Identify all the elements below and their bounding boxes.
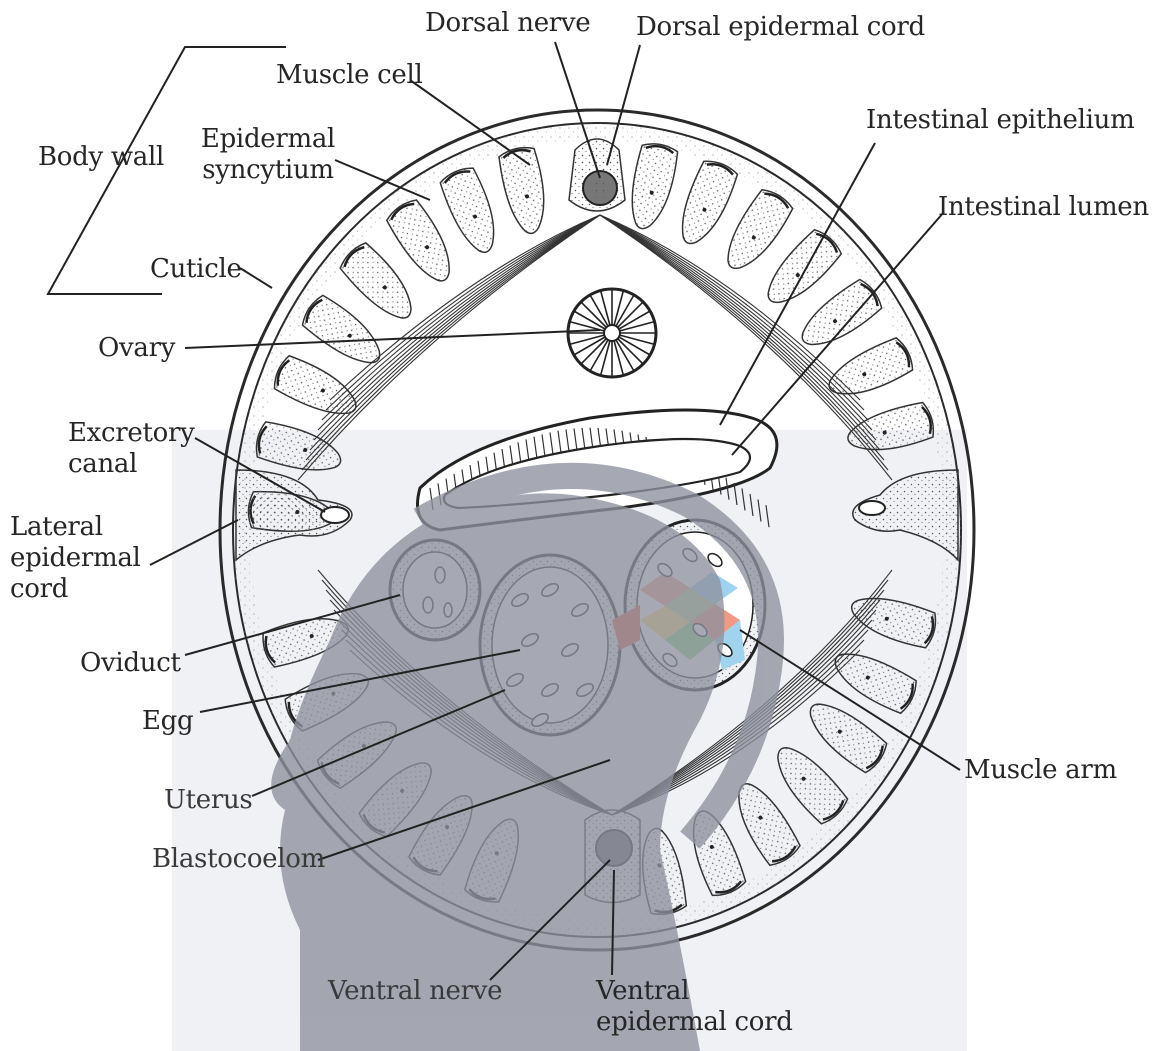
label-ventral-nerve: Ventral nerve	[328, 976, 502, 1007]
label-epidermal-syncytium: Epidermal syncytium	[200, 124, 336, 186]
label-intestinal-epithelium: Intestinal epithelium	[866, 105, 1134, 136]
label-ventral-epidermal-cord: Ventral epidermal cord	[596, 976, 793, 1038]
label-lateral-epidermal-cord: Lateral epidermal cord	[10, 512, 141, 605]
label-body-wall: Body wall	[38, 142, 164, 173]
ovary-shape	[568, 289, 656, 377]
label-intestinal-lumen: Intestinal lumen	[938, 192, 1149, 223]
label-muscle-arm: Muscle arm	[964, 755, 1117, 786]
dorsal-nerve-shape	[569, 139, 625, 211]
muscle-cell	[625, 141, 679, 233]
label-blastocoelom: Blastocoelom	[152, 844, 325, 875]
label-cuticle: Cuticle	[150, 254, 242, 285]
label-egg: Egg	[142, 706, 193, 737]
muscle-cell	[437, 164, 507, 258]
label-dorsal-nerve: Dorsal nerve	[425, 8, 590, 39]
muscle-cell	[496, 144, 554, 237]
label-dorsal-epidermal-cord: Dorsal epidermal cord	[636, 12, 925, 43]
label-muscle-cell: Muscle cell	[276, 60, 423, 91]
label-uterus: Uterus	[164, 785, 252, 816]
label-oviduct: Oviduct	[80, 648, 181, 679]
label-excretory-canal: Excretory canal	[68, 418, 195, 480]
label-ovary: Ovary	[98, 333, 175, 364]
muscle-cell	[673, 157, 740, 251]
